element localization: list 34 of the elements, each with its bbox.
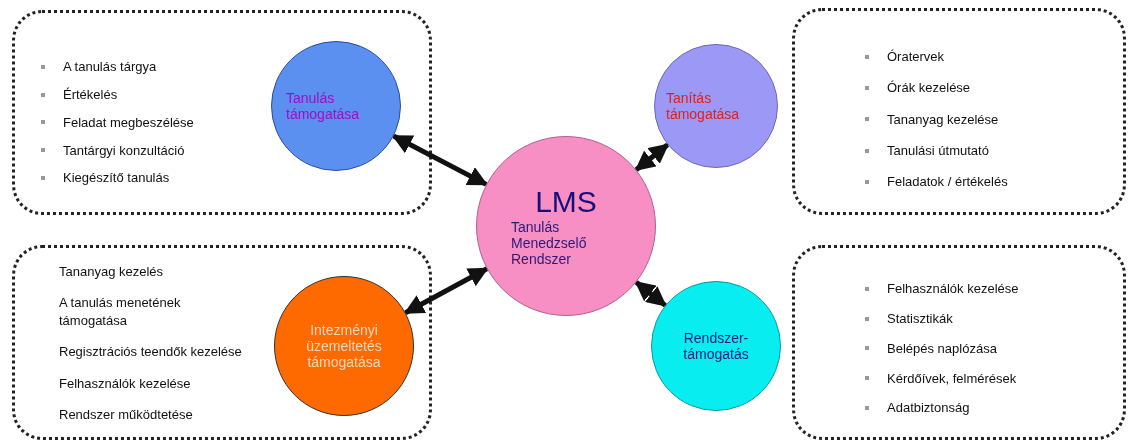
double-arrow bbox=[391, 133, 488, 187]
double-arrow bbox=[403, 266, 489, 315]
dotted-panel bbox=[792, 245, 1126, 440]
list-item: Kérdőívek, felmérések bbox=[887, 369, 1017, 388]
list-item: Tanulási útmutató bbox=[887, 142, 989, 160]
circle-title: Rendszer-támogatás bbox=[682, 329, 750, 363]
list-item: Rendszer működtetése bbox=[59, 406, 193, 424]
circle-title: Intezményi üzemeltetés támogatása bbox=[305, 321, 383, 371]
list-item: Statisztikák bbox=[887, 309, 953, 328]
double-arrow bbox=[634, 142, 670, 172]
circle-subtitle: Tanulás Menedzselő Rendszer bbox=[511, 219, 588, 268]
list-item: Adatbiztonság bbox=[887, 399, 970, 417]
list-item: Óratervek bbox=[887, 47, 945, 66]
list-item: A tanulás tárgya bbox=[63, 58, 157, 76]
list-item: Belépés naplózása bbox=[887, 339, 997, 358]
dotted-panel bbox=[792, 8, 1126, 215]
list-item: Felhasználók kezelése bbox=[59, 374, 191, 393]
list-item: Tantárgyi konzultáció bbox=[63, 141, 185, 160]
list-item: Tananyag kezelése bbox=[887, 110, 999, 129]
list-item: Feladatok / értékelés bbox=[887, 173, 1008, 192]
list-item: Kiegészítő tanulás bbox=[63, 169, 170, 187]
list-item: Felhasználók kezelése bbox=[887, 280, 1019, 298]
list-item: A tanulás menetének támogatása bbox=[59, 294, 182, 330]
dotted-panel bbox=[12, 245, 432, 440]
dotted-panel bbox=[12, 10, 432, 215]
list-item: Értékelés bbox=[63, 85, 118, 104]
list-item: Tananyag kezelés bbox=[59, 262, 164, 281]
list-item: Regisztrációs teendők kezelése bbox=[59, 343, 242, 362]
circle-title: LMS bbox=[535, 184, 597, 220]
list-item: Órák kezelése bbox=[887, 79, 971, 97]
circle-title: Tanítás támogatása bbox=[666, 89, 741, 123]
circle-title: Tanulás támogatása bbox=[286, 89, 361, 123]
list-item: Feladat megbeszélése bbox=[63, 113, 194, 132]
double-arrow bbox=[634, 280, 667, 308]
